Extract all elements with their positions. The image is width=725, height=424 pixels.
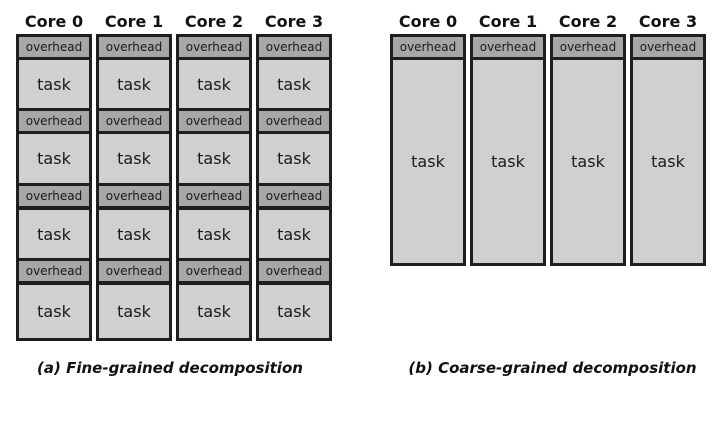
fine-grained-panel: (a) Fine-grained decomposition Core 0 ove… xyxy=(0,0,340,390)
fine-core-2-overhead-block-0: overhead xyxy=(179,37,249,57)
fine-core-3-task-block-3: task xyxy=(259,285,329,338)
coarse-core-0-overhead-block-0: overhead xyxy=(393,37,463,57)
coarse-core-3-column: overhead task xyxy=(630,34,706,266)
fine-core-0-task-block-2: task xyxy=(19,210,89,258)
fine-core-3-label: Core 3 xyxy=(264,12,324,31)
fine-core-0-task-block-1: task xyxy=(19,134,89,183)
fine-core-1-overhead-block-1: overhead xyxy=(99,111,169,131)
fine-core-0-label: Core 0 xyxy=(24,12,84,31)
fine-core-0-overhead-block-3: overhead xyxy=(19,261,89,281)
coarse-core-0-label: Core 0 xyxy=(398,12,458,31)
fine-core-3-task-block-0: task xyxy=(259,60,329,108)
fine-core-3-overhead-block-2: overhead xyxy=(259,186,329,206)
fine-core-0-column: overhead task overhead task overhead task over… xyxy=(16,34,92,341)
fine-core-1-task-block-3: task xyxy=(99,285,169,338)
coarse-core-1-task-block-0: task xyxy=(473,60,543,263)
coarse-core-0-column: overhead task xyxy=(390,34,466,266)
fine-core-0-task-block-0: task xyxy=(19,60,89,108)
fine-grained-caption: (a) Fine-grained decomposition xyxy=(37,359,303,377)
coarse-grained-panel: (b) Coarse-grained decomposition Core 0 o… xyxy=(380,0,725,390)
fine-core-3-overhead-block-1: overhead xyxy=(259,111,329,131)
fine-core-1-overhead-block-3: overhead xyxy=(99,261,169,281)
fine-core-2-overhead-block-3: overhead xyxy=(179,261,249,281)
coarse-core-2-task-block-0: task xyxy=(553,60,623,263)
fine-core-0-overhead-block-2: overhead xyxy=(19,186,89,206)
coarse-core-2-label: Core 2 xyxy=(558,12,618,31)
fine-core-1-task-block-2: task xyxy=(99,210,169,258)
fine-core-2-overhead-block-1: overhead xyxy=(179,111,249,131)
fine-core-3-overhead-block-3: overhead xyxy=(259,261,329,281)
fine-core-2-overhead-block-2: overhead xyxy=(179,186,249,206)
fine-core-2-task-block-3: task xyxy=(179,285,249,338)
coarse-core-0-task-block-0: task xyxy=(393,60,463,263)
fine-core-0-overhead-block-0: overhead xyxy=(19,37,89,57)
fine-core-0-overhead-block-1: overhead xyxy=(19,111,89,131)
fine-core-1-column: overhead task overhead task overhead task over… xyxy=(96,34,172,341)
fine-core-0-task-block-3: task xyxy=(19,285,89,338)
coarse-core-1-overhead-block-0: overhead xyxy=(473,37,543,57)
fine-core-2-column: overhead task overhead task overhead task over… xyxy=(176,34,252,341)
fine-core-2-label: Core 2 xyxy=(184,12,244,31)
coarse-core-3-task-block-0: task xyxy=(633,60,703,263)
coarse-core-2-overhead-block-0: overhead xyxy=(553,37,623,57)
fine-core-1-task-block-1: task xyxy=(99,134,169,183)
fine-core-2-task-block-0: task xyxy=(179,60,249,108)
coarse-grained-caption: (b) Coarse-grained decomposition xyxy=(408,359,697,377)
fine-core-1-overhead-block-2: overhead xyxy=(99,186,169,206)
fine-core-2-task-block-2: task xyxy=(179,210,249,258)
fine-core-1-task-block-0: task xyxy=(99,60,169,108)
fine-core-3-task-block-1: task xyxy=(259,134,329,183)
coarse-core-1-column: overhead task xyxy=(470,34,546,266)
fine-core-2-task-block-1: task xyxy=(179,134,249,183)
coarse-core-1-label: Core 1 xyxy=(478,12,538,31)
coarse-core-2-column: overhead task xyxy=(550,34,626,266)
fine-core-3-overhead-block-0: overhead xyxy=(259,37,329,57)
coarse-core-3-overhead-block-0: overhead xyxy=(633,37,703,57)
coarse-core-3-label: Core 3 xyxy=(638,12,698,31)
fine-core-1-overhead-block-0: overhead xyxy=(99,37,169,57)
fine-core-1-label: Core 1 xyxy=(104,12,164,31)
fine-core-3-task-block-2: task xyxy=(259,210,329,258)
fine-core-3-column: overhead task overhead task overhead task over… xyxy=(256,34,332,341)
